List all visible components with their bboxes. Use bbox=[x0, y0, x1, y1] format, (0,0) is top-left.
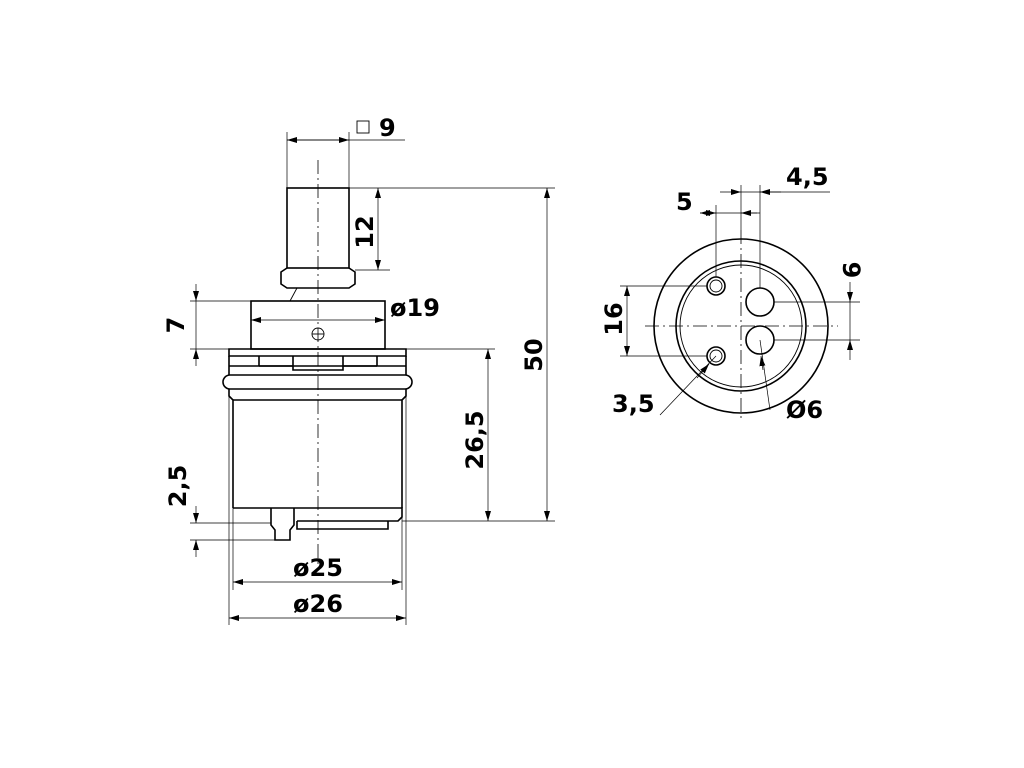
label-body-26-5: 26,5 bbox=[461, 410, 489, 469]
dim-cap-7: 7 bbox=[162, 284, 251, 366]
label-small-hole: 3,5 bbox=[612, 390, 655, 418]
label-diameter-19: ø19 bbox=[390, 294, 440, 322]
label-offset-5: 5 bbox=[676, 188, 693, 216]
collar bbox=[222, 348, 413, 390]
label-pin-2-5: 2,5 bbox=[164, 465, 192, 508]
dim-square-9: 9 bbox=[286, 114, 405, 188]
dim-stem-12: 12 bbox=[349, 187, 555, 271]
label-diameter-25: ø25 bbox=[293, 554, 343, 582]
label-stem-12: 12 bbox=[351, 215, 379, 248]
dim-small-hole: 3,5 bbox=[612, 355, 717, 418]
dim-offset-5: 5 bbox=[676, 188, 760, 277]
dim-large-hole: Ø6 bbox=[759, 339, 823, 424]
dim-diameter-26: ø26 bbox=[228, 389, 407, 625]
label-spacing-16: 16 bbox=[600, 302, 628, 335]
dim-diameter-19: ø19 bbox=[251, 294, 440, 323]
dim-diameter-25: ø25 bbox=[232, 508, 403, 590]
label-square-9: 9 bbox=[379, 114, 396, 142]
large-hole-top bbox=[745, 287, 775, 317]
label-cap-7: 7 bbox=[162, 317, 190, 334]
label-offset-4-5: 4,5 bbox=[786, 163, 829, 191]
dim-pin-2-5: 2,5 bbox=[164, 465, 275, 557]
label-diameter-26: ø26 bbox=[293, 590, 343, 618]
dim-total-50: 50 bbox=[402, 188, 555, 522]
side-view: 9 12 ø19 7 50 bbox=[162, 114, 555, 625]
main-body bbox=[228, 389, 407, 541]
label-total-50: 50 bbox=[520, 338, 548, 371]
dim-spacing-9: 9 bbox=[774, 262, 865, 360]
label-spacing-9: 9 bbox=[837, 262, 865, 279]
dim-offset-4-5: 4,5 bbox=[720, 163, 830, 288]
dim-spacing-16: 16 bbox=[600, 285, 707, 357]
dim-body-26-5: 26,5 bbox=[406, 348, 495, 521]
top-view: 4,5 5 9 16 3,5 bbox=[600, 163, 865, 424]
label-large-hole: Ø6 bbox=[786, 396, 823, 424]
